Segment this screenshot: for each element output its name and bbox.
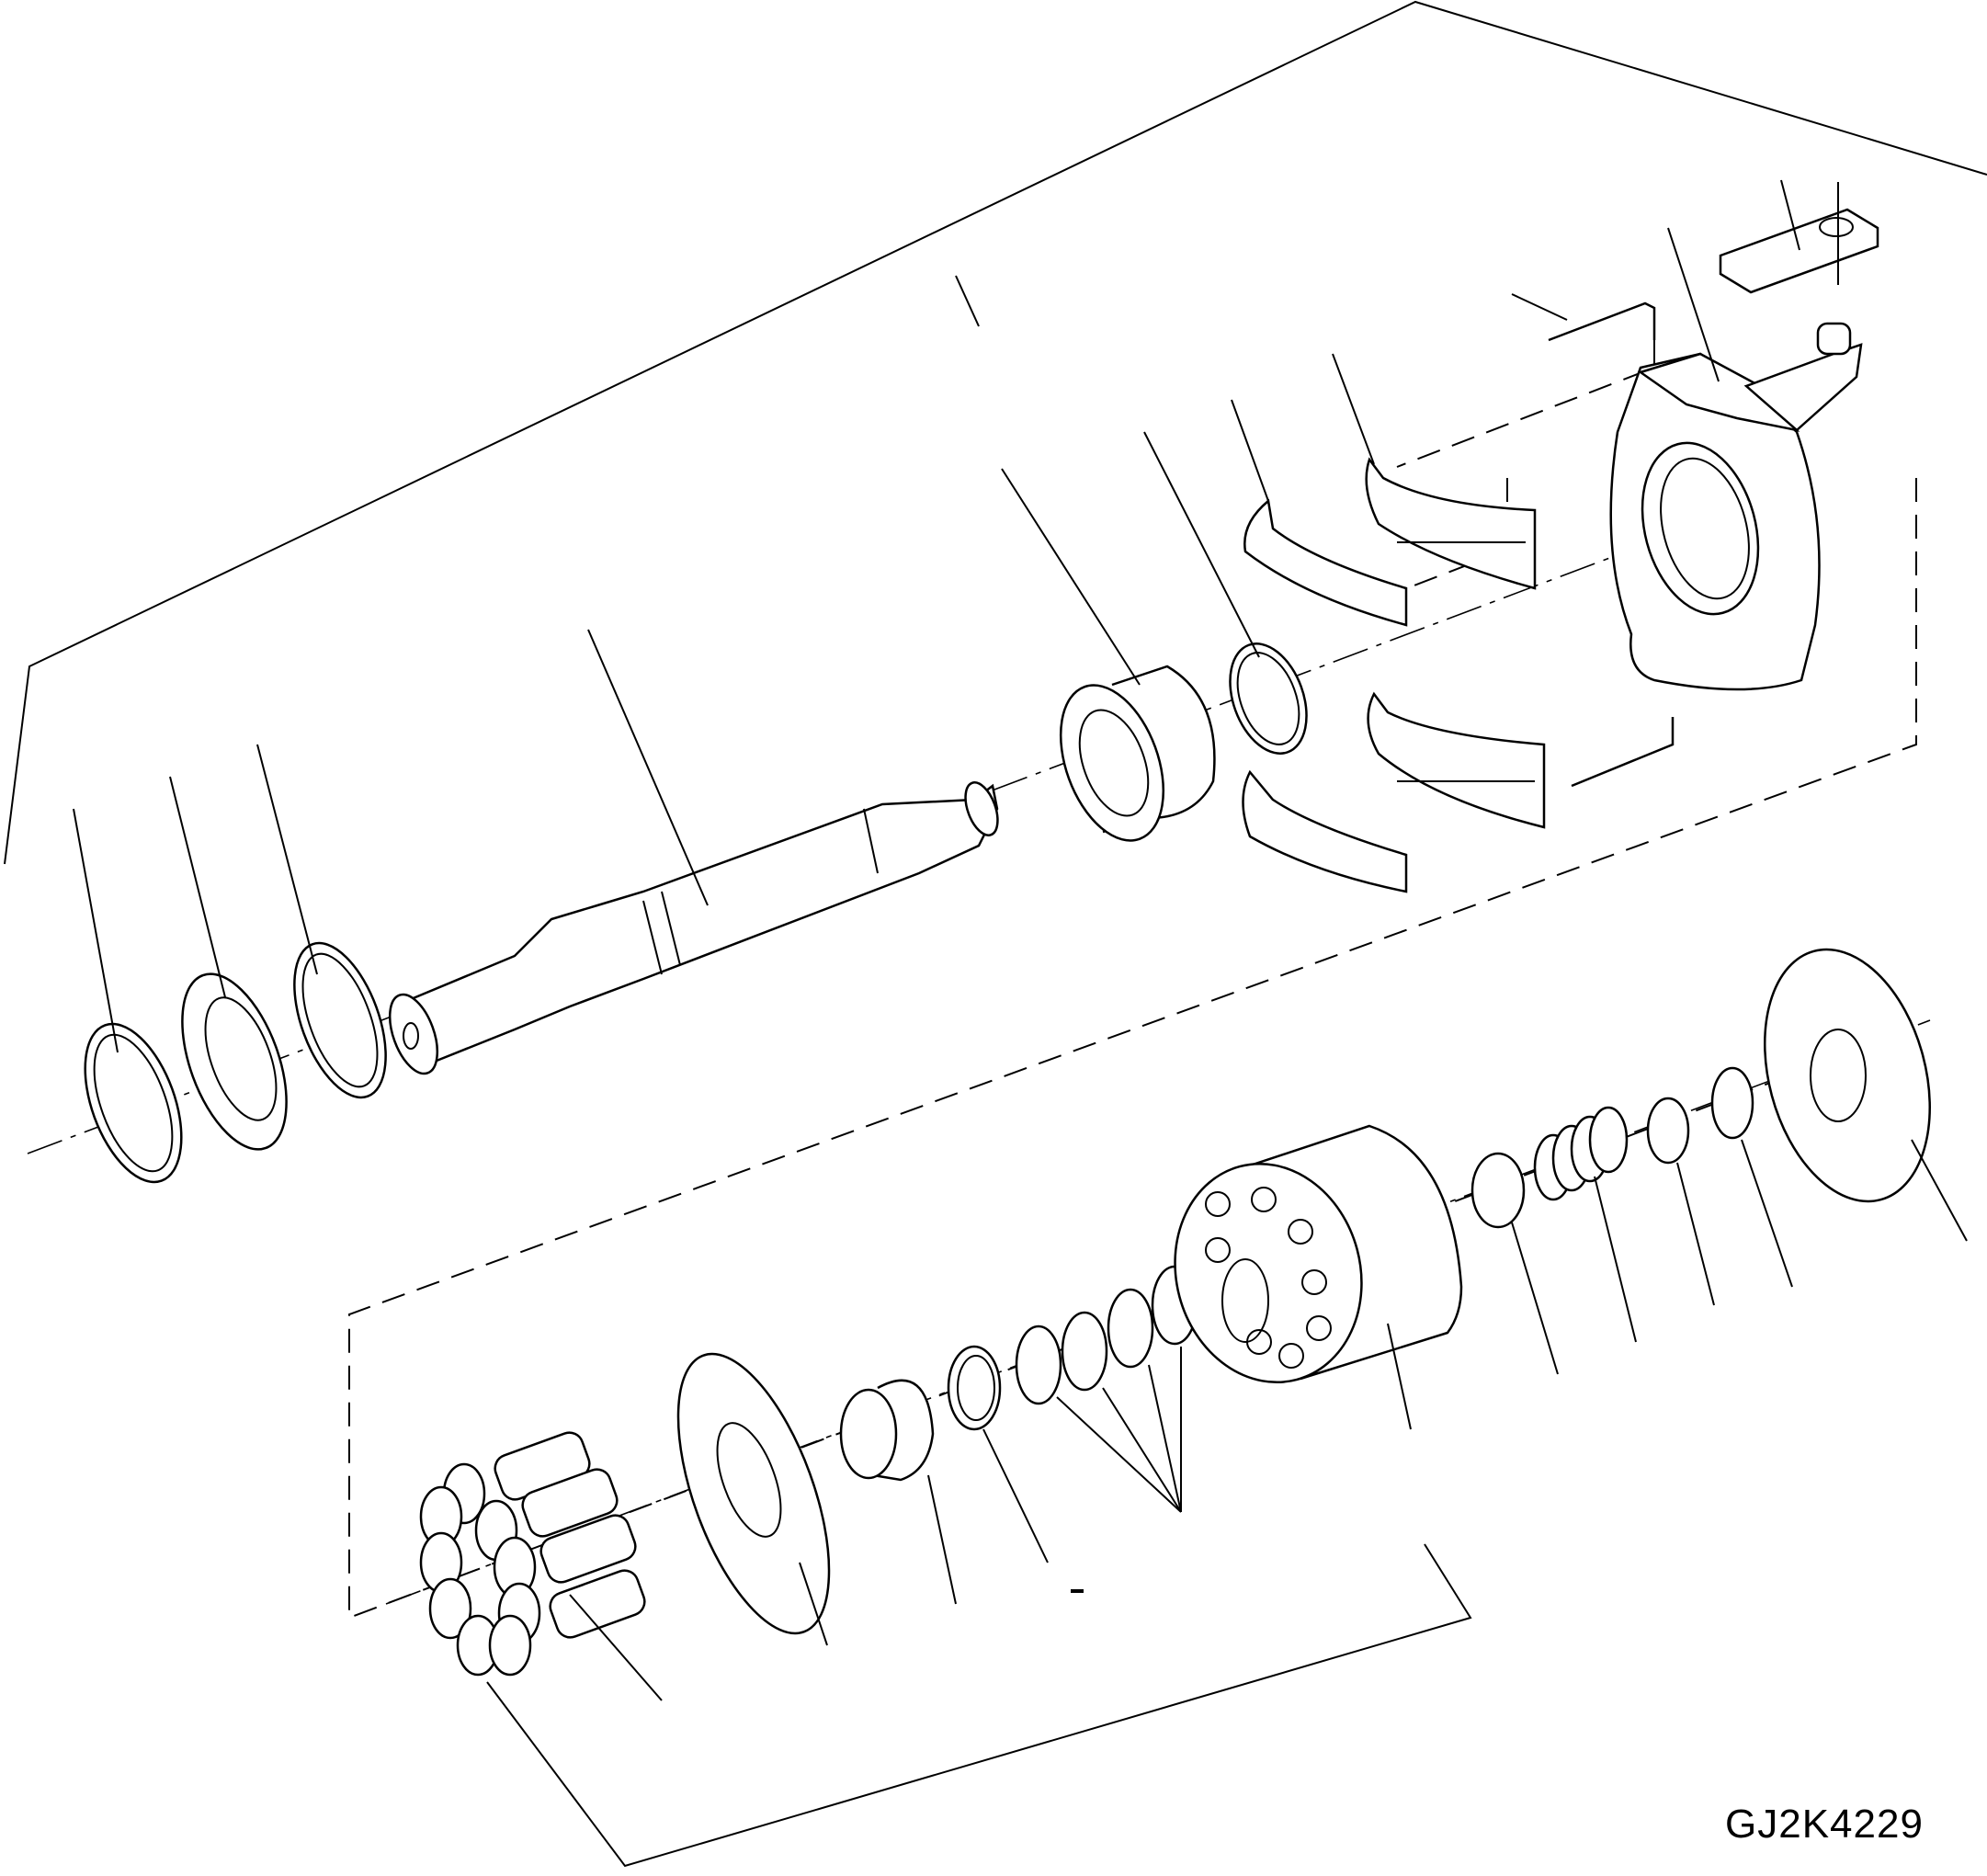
snap-ring-2 xyxy=(256,744,387,1099)
snap-ring-4 xyxy=(1710,1066,1793,1288)
pin-upper xyxy=(1511,293,1656,342)
drive-shaft xyxy=(388,629,999,1075)
spherical-bushing xyxy=(839,1379,957,1605)
seal-collar xyxy=(169,776,288,1151)
washer-3 xyxy=(1646,1097,1715,1306)
drawing-id-label: GJ2K4229 xyxy=(1725,1802,1924,1847)
roller-bearing-upper xyxy=(1332,353,1537,590)
shoe-upper xyxy=(1231,399,1408,627)
shoe-lower xyxy=(1242,769,1408,893)
dashed-group-boundary xyxy=(348,340,1917,1620)
valve-plate xyxy=(1764,948,1968,1242)
shim-set xyxy=(1015,1265,1198,1513)
ball-bearing xyxy=(1001,468,1216,842)
snap-ring-3 xyxy=(1143,431,1308,755)
lower-centerline xyxy=(385,1019,1931,1605)
retainer-plate xyxy=(676,1352,831,1646)
piston-shoe-assembly xyxy=(419,1431,663,1701)
plate xyxy=(1719,179,1879,294)
swash-plate-cradle xyxy=(1609,227,1863,691)
washer-1 xyxy=(947,1345,1049,1563)
washer-2 xyxy=(1470,1152,1559,1375)
spring xyxy=(1533,1106,1637,1343)
roller-bearing-lower xyxy=(1367,691,1546,829)
cylinder-block xyxy=(1174,1124,1463,1430)
upper-group-bracket xyxy=(4,0,1987,865)
stray-mark xyxy=(1071,1589,1084,1593)
pin-lower xyxy=(1571,717,1675,788)
snap-ring-1 xyxy=(73,808,183,1184)
